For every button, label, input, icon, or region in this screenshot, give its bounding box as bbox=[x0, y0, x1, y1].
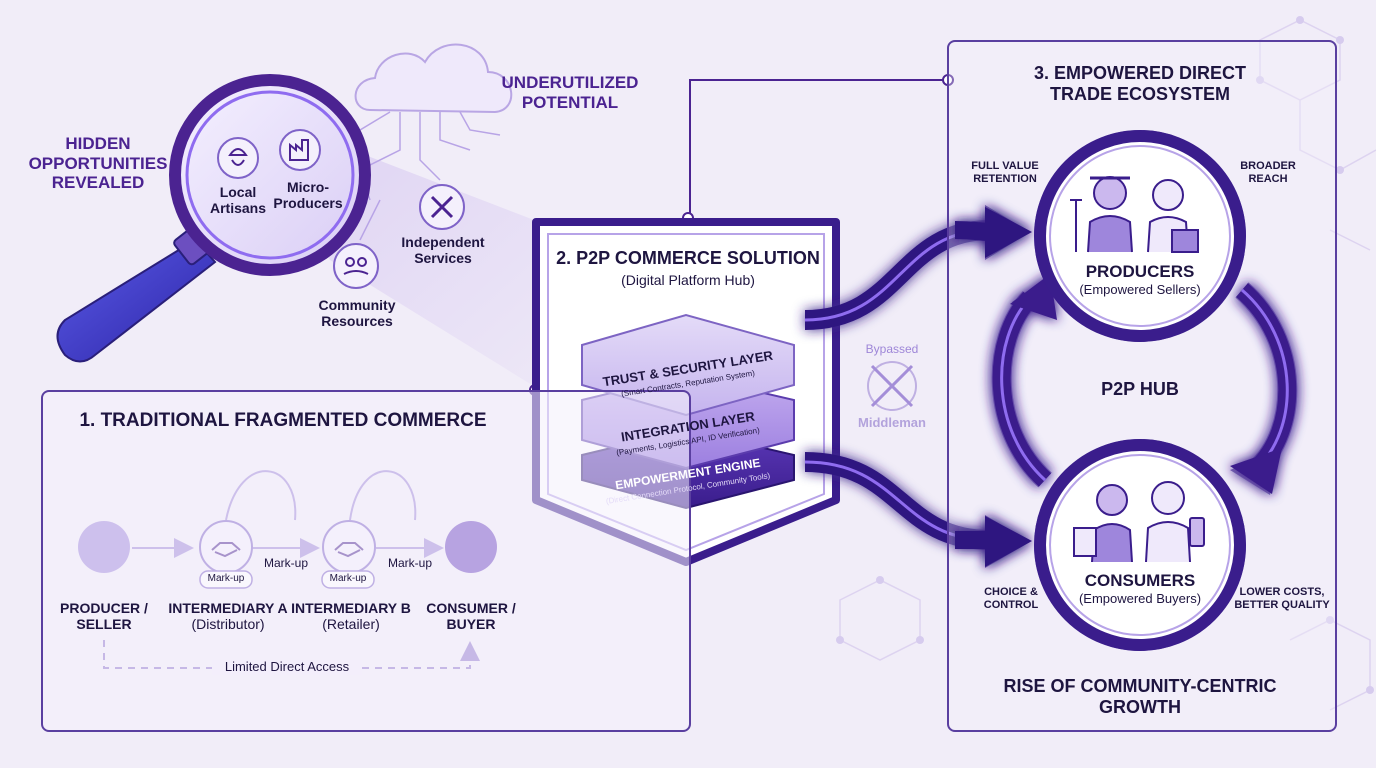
community-icon bbox=[333, 243, 379, 289]
ecosystem-title: 3. EMPOWERED DIRECT TRADE ECOSYSTEM bbox=[1033, 63, 1247, 104]
middleman-icon bbox=[867, 361, 917, 411]
ecosystem-loop-overlay bbox=[954, 207, 1297, 567]
bypassed-label: Bypassed bbox=[865, 342, 919, 356]
limited-access-label: Limited Direct Access bbox=[212, 659, 362, 675]
traditional-panel bbox=[41, 390, 691, 732]
p2p-hub-label: P2P HUB bbox=[1101, 379, 1179, 399]
gardener-icon-front bbox=[1147, 179, 1199, 253]
full-value-label: FULL VALUE RETENTION bbox=[971, 160, 1039, 185]
connector-top bbox=[689, 79, 948, 218]
producer-label: PRODUCER / SELLER bbox=[60, 600, 148, 633]
hex-nodes-bg bbox=[836, 16, 1374, 694]
growth-label: RISE OF COMMUNITY-CENTRIC GROWTH bbox=[1003, 676, 1277, 717]
solution-subtitle: (Digital Platform Hub) bbox=[621, 272, 755, 288]
traditional-title: 1. TRADITIONAL FRAGMENTED COMMERCE bbox=[79, 410, 487, 431]
buyer-man-icon-front bbox=[1145, 481, 1205, 563]
markup-tag-a-text: Mark-up bbox=[207, 573, 245, 584]
buyer-woman-icon-front bbox=[1073, 484, 1133, 563]
underutilized-title: UNDERUTILIZED POTENTIAL bbox=[501, 73, 639, 112]
consumer-label: CONSUMER / BUYER bbox=[426, 600, 516, 633]
community-resources-label: Community Resources bbox=[318, 297, 396, 330]
local-artisans-label: Local Artisans bbox=[209, 184, 267, 217]
bypass-cross-icon bbox=[870, 364, 914, 408]
lower-costs-label: LOWER COSTS, BETTER QUALITY bbox=[1234, 586, 1330, 611]
broader-reach-label: BROADER REACH bbox=[1240, 160, 1296, 185]
magnifier-lens bbox=[169, 74, 371, 276]
markup-tag-b-text: Mark-up bbox=[329, 573, 367, 584]
cloud-icon bbox=[354, 43, 513, 114]
markup-arrow-1-label: Mark-up bbox=[263, 556, 308, 570]
intermediary-b-label: INTERMEDIARY B (Retailer) bbox=[291, 600, 411, 633]
markup-arrow-2-label: Mark-up bbox=[387, 556, 432, 570]
solution-title: 2. P2P COMMERCE SOLUTION bbox=[556, 248, 820, 268]
hidden-opportunities-title: HIDDEN OPPORTUNITIES REVEALED bbox=[28, 134, 168, 193]
consumers-circle-front bbox=[1034, 439, 1246, 651]
micro-producers-label: Micro- Producers bbox=[273, 179, 343, 212]
choice-control-label: CHOICE & CONTROL bbox=[983, 586, 1039, 611]
intermediary-a-label: INTERMEDIARY A (Distributor) bbox=[168, 600, 288, 633]
producers-sub: (Empowered Sellers) bbox=[1079, 282, 1201, 297]
artisan-icon bbox=[217, 137, 259, 179]
producers-circle-front bbox=[1034, 130, 1246, 342]
farmer-icon-front bbox=[1070, 176, 1133, 253]
consumers-sub: (Empowered Buyers) bbox=[1078, 591, 1202, 606]
producers-title: PRODUCERS bbox=[1085, 262, 1195, 281]
middleman-label: Middleman bbox=[858, 415, 926, 430]
consumers-title: CONSUMERS bbox=[1084, 571, 1196, 590]
independent-services-label: Independent Services bbox=[401, 234, 485, 267]
